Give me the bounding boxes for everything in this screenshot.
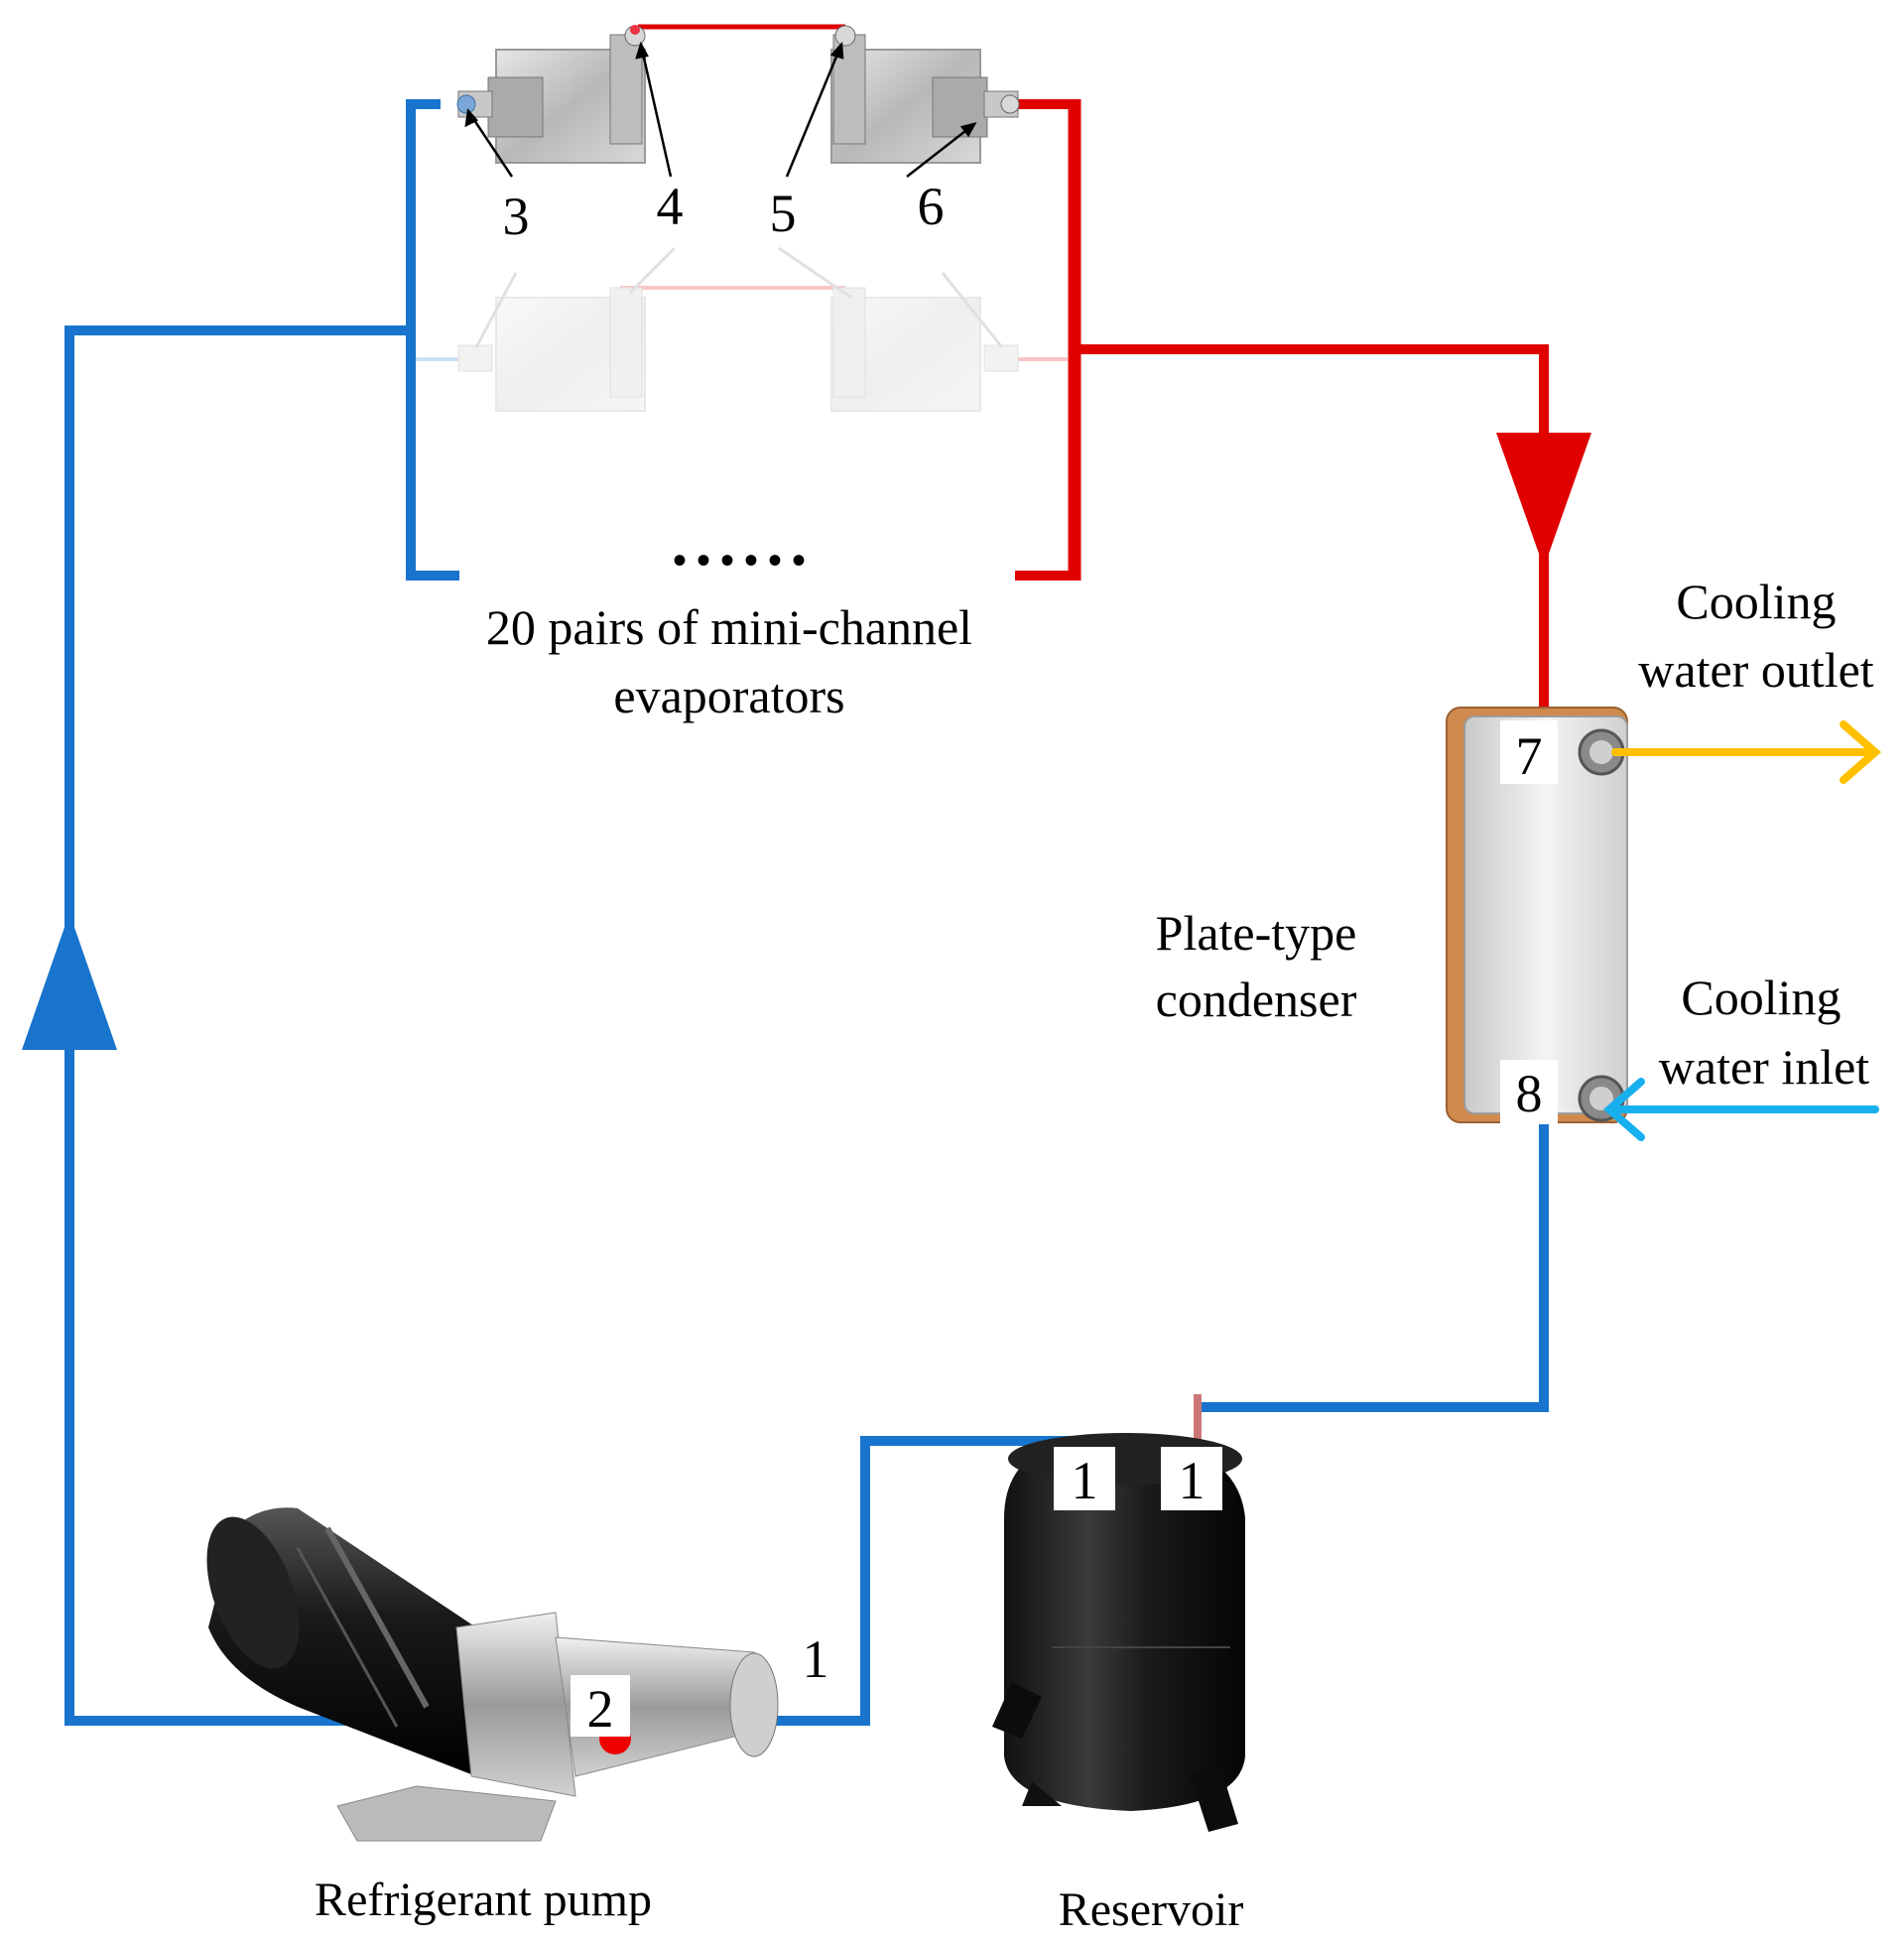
evaporator-return-header bbox=[1014, 99, 1079, 581]
refrigerant-pump: 2 bbox=[206, 1507, 779, 1842]
evaporator-left bbox=[456, 25, 646, 164]
point-1-label: 1 bbox=[803, 1629, 829, 1689]
reservoir-tank: 1 1 bbox=[992, 1394, 1245, 1832]
evaporator-point-labels: 3 4 5 6 bbox=[503, 177, 945, 246]
condenser-caption-line2: condenser bbox=[1156, 972, 1357, 1027]
point-2-label: 2 bbox=[587, 1679, 614, 1739]
point-5-label: 5 bbox=[770, 184, 797, 243]
downward-flow-arrow bbox=[1496, 433, 1591, 568]
evaporators-caption-line1: 20 pairs of mini-channel bbox=[486, 599, 972, 655]
pump-caption: Refrigerant pump bbox=[315, 1874, 652, 1926]
evaporator-supply-header bbox=[406, 99, 459, 581]
reservoir-point-a-label: 1 bbox=[1072, 1451, 1098, 1510]
point-8-label: 8 bbox=[1516, 1064, 1543, 1123]
evaporator-pair-top bbox=[456, 25, 1020, 164]
evaporator-pair-faded bbox=[415, 246, 1068, 412]
condenser-caption-line1: Plate-type bbox=[1156, 905, 1357, 961]
evaporator-right bbox=[830, 25, 1020, 164]
hot-line-to-condenser bbox=[1075, 344, 1549, 714]
pump-to-reservoir-line bbox=[772, 1436, 1093, 1726]
upward-flow-arrow bbox=[22, 913, 117, 1050]
condenser-to-reservoir-line bbox=[1199, 1124, 1549, 1412]
point-6-label: 6 bbox=[918, 177, 945, 236]
point-leader-lines bbox=[464, 41, 977, 178]
outlet-caption-line2: water outlet bbox=[1638, 642, 1874, 698]
plate-condenser: 7 8 bbox=[1446, 707, 1628, 1123]
point-4-label: 4 bbox=[657, 177, 684, 236]
reservoir-point-b-label: 1 bbox=[1179, 1451, 1206, 1510]
cooling-water-outlet-arrow bbox=[1611, 720, 1882, 784]
inlet-caption-line1: Cooling bbox=[1681, 970, 1841, 1025]
evaporators-caption-line2: evaporators bbox=[613, 668, 844, 723]
point-7-label: 7 bbox=[1516, 726, 1543, 786]
inlet-caption-line2: water inlet bbox=[1659, 1039, 1870, 1095]
cooling-water-inlet-arrow bbox=[1602, 1078, 1879, 1141]
main-return-line bbox=[64, 330, 561, 1726]
reservoir-caption: Reservoir bbox=[1059, 1883, 1244, 1936]
point-3-label: 3 bbox=[503, 187, 530, 246]
evaporator-ellipsis: • • • • • • bbox=[673, 538, 806, 583]
outlet-caption-line1: Cooling bbox=[1676, 574, 1836, 629]
